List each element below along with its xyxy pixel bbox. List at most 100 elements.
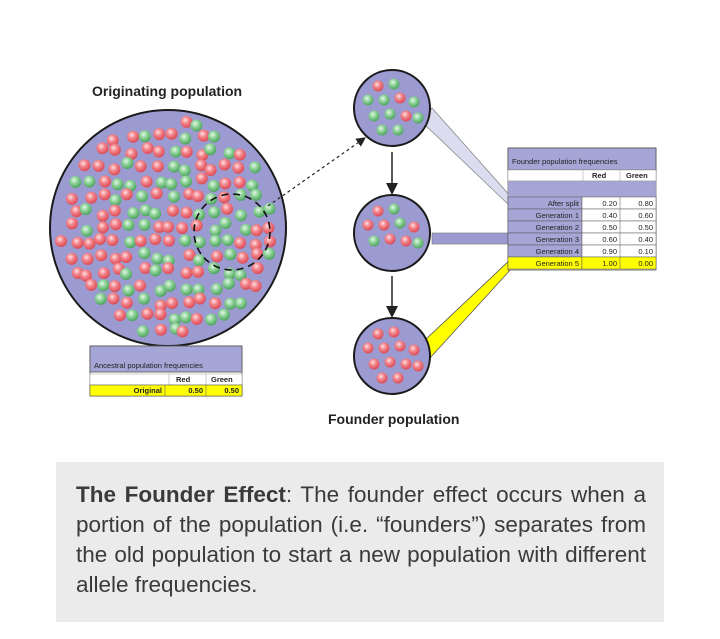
red-allele-ball — [249, 280, 262, 293]
originating-population-label: Originating population — [92, 83, 242, 99]
red-allele-ball — [384, 356, 396, 368]
red-allele-ball — [408, 344, 420, 356]
red-allele-ball — [134, 234, 147, 247]
green-allele-ball — [124, 236, 137, 249]
ancestral-table-title: Ancestral population frequencies — [94, 361, 203, 370]
red-allele-ball — [108, 143, 121, 156]
green-allele-ball — [179, 311, 192, 324]
green-allele-ball — [263, 247, 276, 260]
caption-body: : The founder effect occurs when a porti… — [76, 482, 646, 597]
green-allele-ball — [168, 313, 181, 326]
red-allele-ball — [141, 142, 154, 155]
green-allele-ball — [207, 130, 220, 143]
green-allele-ball — [249, 161, 262, 174]
red-allele-ball — [96, 209, 109, 222]
red-allele-ball — [154, 308, 167, 321]
green-allele-ball — [136, 190, 149, 203]
green-allele-ball — [218, 308, 231, 321]
green-allele-ball — [193, 208, 206, 221]
red-allele-ball — [96, 142, 109, 155]
founder-circle-generation-3 — [353, 194, 431, 272]
green-allele-ball — [193, 236, 206, 249]
green-allele-ball — [221, 234, 234, 247]
red-allele-ball — [151, 160, 164, 173]
green-allele-ball — [204, 143, 217, 156]
founder-population-label: Founder population — [328, 411, 459, 427]
founder-row-red: 0.20 — [602, 199, 617, 208]
green-allele-ball — [412, 112, 424, 124]
red-allele-ball — [408, 221, 420, 233]
ancestral-red-value: 0.50 — [188, 386, 203, 395]
green-allele-ball — [155, 176, 168, 189]
green-allele-ball — [207, 179, 220, 192]
green-allele-ball — [136, 325, 149, 338]
founder-balls-after-split — [362, 78, 424, 136]
red-allele-ball — [150, 187, 163, 200]
founder-row-red: 1.00 — [602, 259, 617, 268]
red-allele-ball — [204, 164, 217, 177]
green-allele-ball — [163, 279, 176, 292]
red-allele-ball — [197, 129, 210, 142]
originating-allele-balls — [55, 115, 276, 338]
red-allele-ball — [95, 249, 108, 262]
red-allele-ball — [106, 234, 119, 247]
red-allele-ball — [65, 192, 78, 205]
red-allele-ball — [113, 309, 126, 322]
red-allele-ball — [149, 233, 162, 246]
red-allele-ball — [249, 238, 262, 251]
green-allele-ball — [224, 297, 237, 310]
green-allele-ball — [80, 224, 93, 237]
founder-col-red: Red — [592, 171, 607, 180]
green-allele-ball — [121, 157, 134, 170]
connector-generation-5 — [423, 257, 513, 359]
green-allele-ball — [126, 309, 139, 322]
red-allele-ball — [195, 159, 208, 172]
red-allele-ball — [372, 328, 384, 340]
founder-effect-diagram: Originating population Founder populatio… — [49, 69, 657, 427]
green-allele-ball — [208, 206, 221, 219]
green-allele-ball — [69, 175, 82, 188]
green-allele-ball — [209, 224, 222, 237]
red-allele-ball — [236, 251, 249, 264]
founder-row-green: 0.80 — [638, 199, 653, 208]
green-allele-ball — [149, 264, 162, 277]
founder-balls-generation-3 — [362, 203, 424, 249]
green-allele-ball — [205, 313, 218, 326]
red-allele-ball — [192, 265, 205, 278]
founder-row-label: Generation 2 — [536, 223, 579, 232]
red-allele-ball — [127, 130, 140, 143]
founder-row-label: After split — [548, 199, 580, 208]
green-allele-ball — [384, 108, 396, 120]
green-allele-ball — [154, 284, 167, 297]
red-allele-ball — [140, 175, 153, 188]
green-allele-ball — [178, 164, 191, 177]
green-allele-ball — [219, 217, 232, 230]
red-allele-ball — [368, 358, 380, 370]
red-allele-ball — [162, 220, 175, 233]
founder-row-red: 0.60 — [602, 235, 617, 244]
green-allele-ball — [378, 94, 390, 106]
green-allele-ball — [207, 262, 220, 275]
green-allele-ball — [122, 218, 135, 231]
red-allele-ball — [362, 342, 374, 354]
red-allele-ball — [209, 297, 222, 310]
red-allele-ball — [108, 163, 121, 176]
connector-after-split — [421, 107, 513, 209]
red-allele-ball — [376, 372, 388, 384]
founder-row-red: 0.90 — [602, 247, 617, 256]
red-allele-ball — [154, 323, 167, 336]
red-allele-ball — [85, 191, 98, 204]
red-allele-ball — [180, 206, 193, 219]
green-allele-ball — [138, 218, 151, 231]
ancestral-frequency-table: Ancestral population frequencies Red Gre… — [89, 345, 243, 397]
red-allele-ball — [219, 177, 232, 190]
sample-selection-ring — [193, 193, 271, 271]
ancestral-col-green: Green — [211, 375, 233, 384]
green-allele-ball — [223, 147, 236, 160]
green-allele-ball — [120, 267, 133, 280]
red-allele-ball — [154, 299, 167, 312]
red-allele-ball — [251, 262, 264, 275]
